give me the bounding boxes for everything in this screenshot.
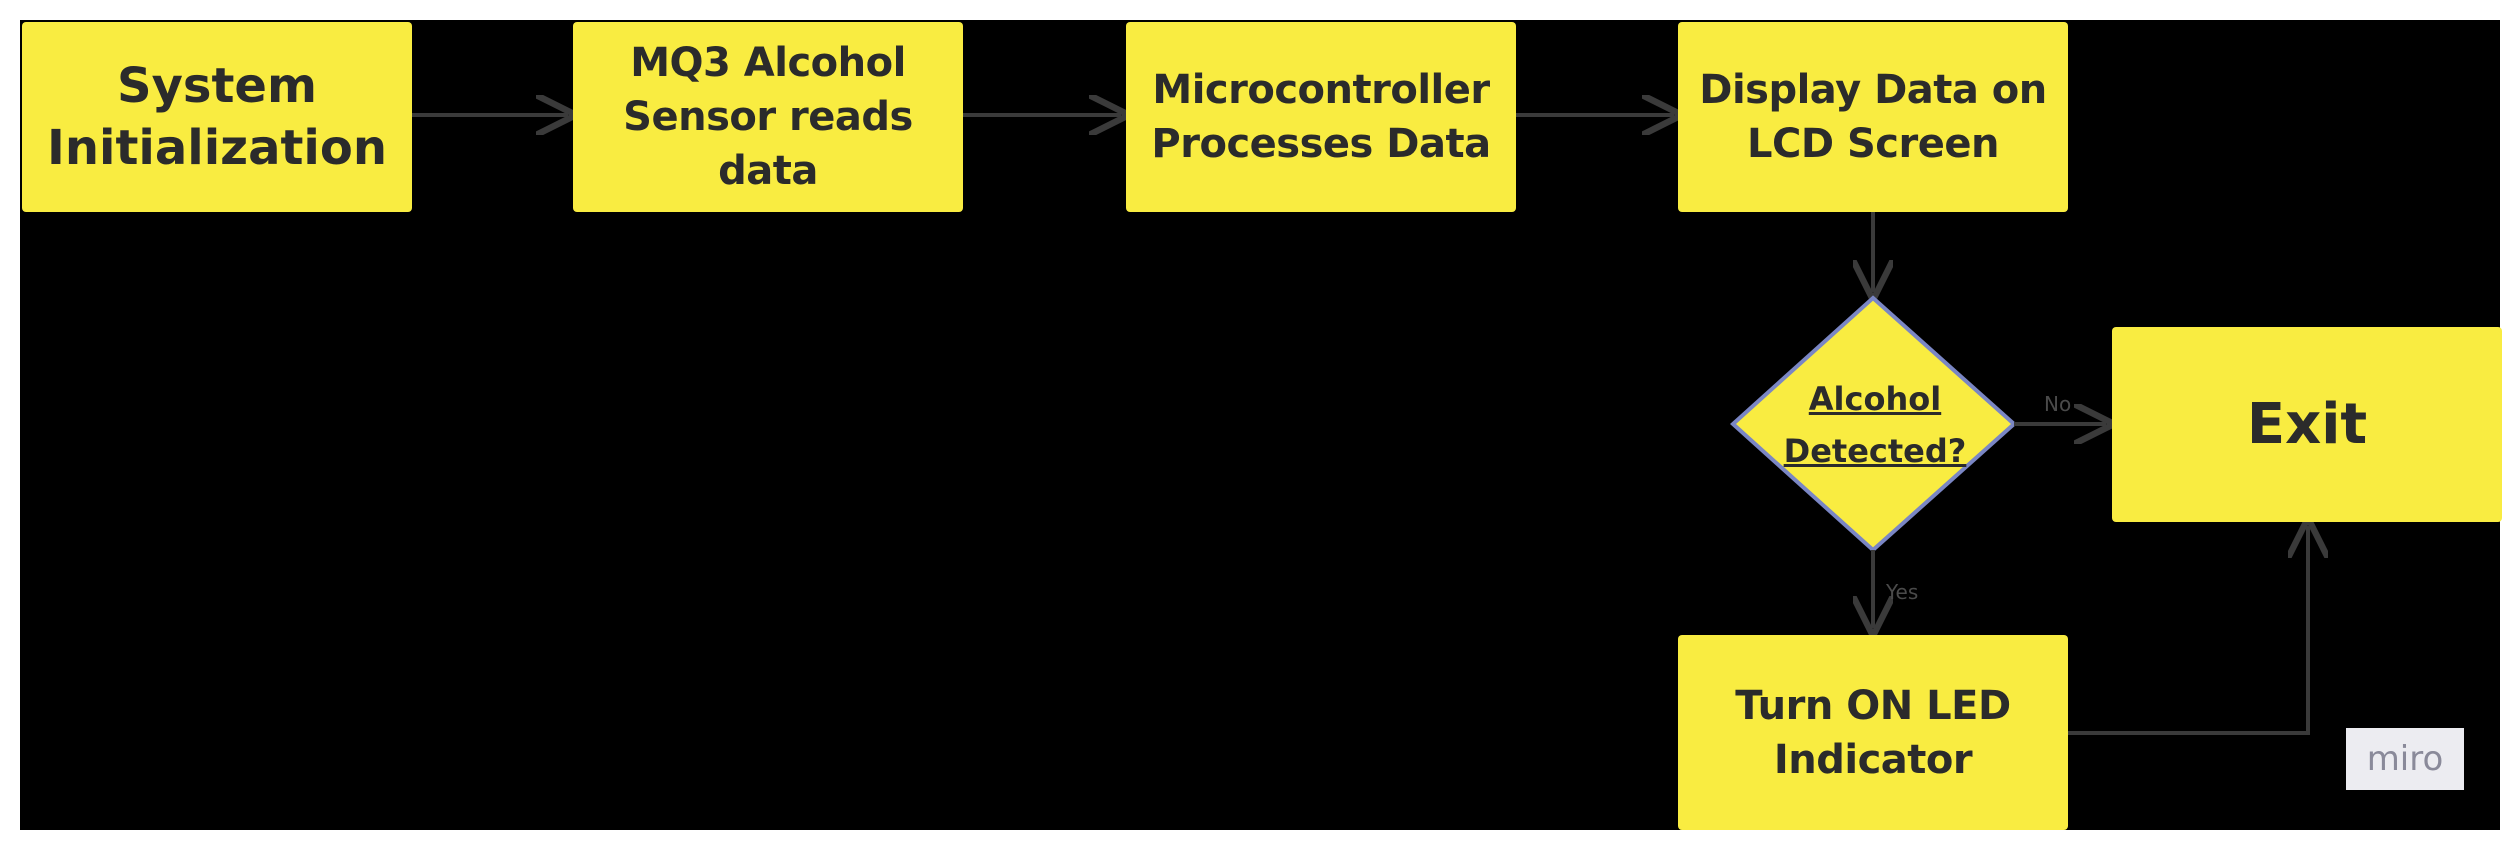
node-system-initialization-label: System Initialization <box>46 58 388 176</box>
node-turn-on-led: Turn ON LED Indicator <box>1678 635 2068 830</box>
node-sensor-reads-data: MQ3 Alcohol Sensor reads data <box>573 22 963 212</box>
branch-label-no: No <box>2044 392 2072 416</box>
node-system-initialization: System Initialization <box>22 22 412 212</box>
node-sensor-reads-data-label: MQ3 Alcohol Sensor reads data <box>623 40 913 194</box>
node-exit-label: Exit <box>2246 392 2368 457</box>
node-turn-on-led-label: Turn ON LED Indicator <box>1735 682 2011 783</box>
decision-label: Alcohol Detected? <box>1783 380 1967 470</box>
arrow-led-to-exit <box>2068 526 2308 735</box>
node-microcontroller-processes: Microcontroller Processes Data <box>1126 22 1516 212</box>
branch-label-yes: Yes <box>1886 580 1919 604</box>
node-display-lcd-label: Display Data on LCD Screen <box>1699 67 2047 167</box>
node-exit: Exit <box>2112 327 2502 522</box>
node-microcontroller-processes-label: Microcontroller Processes Data <box>1151 67 1491 167</box>
node-display-lcd: Display Data on LCD Screen <box>1678 22 2068 212</box>
miro-logo: miro <box>2346 728 2464 790</box>
